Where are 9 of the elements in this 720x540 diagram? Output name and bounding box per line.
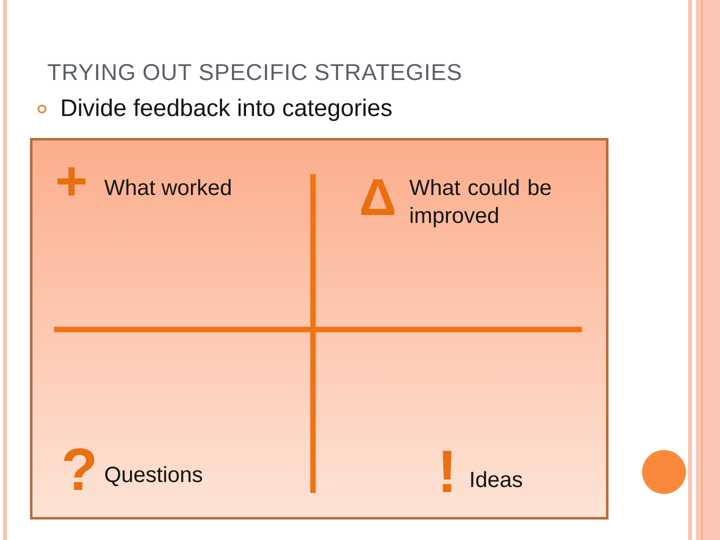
exclamation-mark: !: [442, 450, 452, 492]
category-label: What could be improved: [409, 179, 551, 228]
slide-title: TRYING OUT SPECIFIC STRATEGIES: [48, 64, 461, 80]
delta-symbol: Δ: [361, 179, 394, 215]
category-label: Questions: [105, 466, 202, 486]
category-label: Ideas: [471, 471, 522, 488]
question-mark: ?: [64, 448, 94, 490]
plus-sign: +: [58, 167, 86, 196]
category-label: What worked: [104, 179, 231, 196]
